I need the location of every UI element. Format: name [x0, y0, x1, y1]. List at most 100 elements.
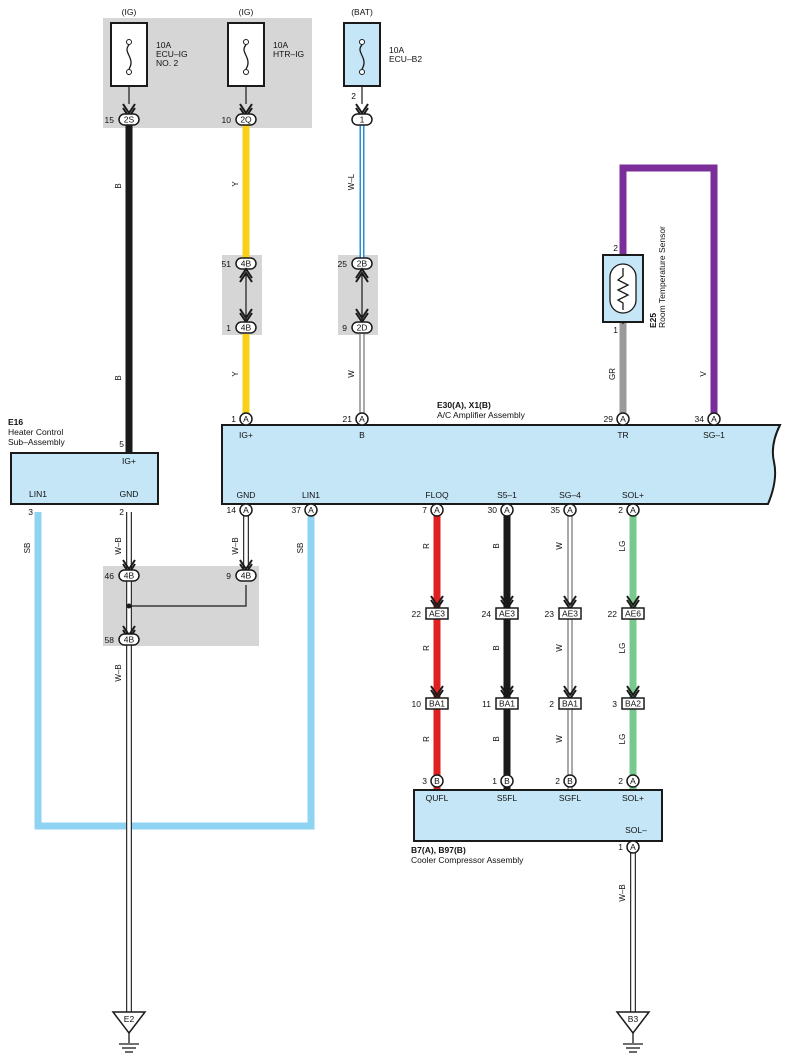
label-lg1: LG [618, 541, 627, 552]
ground-e2: E2 [111, 1011, 147, 1053]
label-r1: R [422, 543, 431, 549]
sensor-code: E25 [648, 313, 658, 328]
label-wl: W–L [347, 173, 356, 190]
svg-text:QUFL: QUFL [426, 793, 449, 803]
wire-sb [34, 512, 315, 830]
svg-text:TR: TR [617, 430, 628, 440]
label-y-mid: Y [231, 371, 240, 377]
svg-text:IG+: IG+ [122, 456, 136, 466]
amp-code: E30(A), X1(B) [437, 400, 491, 410]
svg-text:5: 5 [119, 439, 124, 449]
fuse-3-name: ECU–B2 [389, 54, 422, 64]
svg-text:BA1: BA1 [562, 699, 578, 709]
fuse-htr-ig: (IG) 10A HTR–IG [227, 7, 304, 104]
conn-2q-pin: 10 [222, 115, 232, 125]
svg-text:AE3: AE3 [429, 609, 445, 619]
svg-text:BA1: BA1 [499, 699, 515, 709]
label-w3: W [555, 735, 564, 743]
amp-bottom-pins: GND A 14 LIN1 A 37 FLOQ A 7 S5–1 A 30 SG… [227, 490, 644, 517]
svg-text:BA1: BA1 [429, 699, 445, 709]
fuse-3-rating: 10A [389, 45, 404, 55]
ac-amplifier: E30(A), X1(B) A/C Amplifier Assembly A 1… [221, 400, 782, 517]
svg-text:AE3: AE3 [562, 609, 578, 619]
label-w1: W [555, 542, 564, 550]
svg-text:IG+: IG+ [239, 430, 253, 440]
svg-text:30: 30 [488, 505, 498, 515]
svg-text:24: 24 [482, 609, 492, 619]
svg-text:46: 46 [105, 571, 115, 581]
svg-text:AE6: AE6 [625, 609, 641, 619]
svg-text:A: A [504, 505, 510, 515]
svg-text:SOL–: SOL– [625, 825, 647, 835]
fuse-2-source: (IG) [239, 7, 254, 17]
label-sb-right: SB [296, 543, 305, 554]
label-y-top: Y [231, 181, 240, 187]
conn-2s-pin: 15 [105, 115, 115, 125]
label-b2: B [492, 645, 501, 650]
svg-text:22: 22 [412, 609, 422, 619]
junction-connectors-low: 4B 46 4B 9 4B 58 [105, 559, 257, 646]
label-b1: B [492, 543, 501, 548]
fuse-1-source: (IG) [122, 7, 137, 17]
svg-text:LIN1: LIN1 [302, 490, 320, 500]
j-4b-1-conn: 4B [241, 323, 252, 333]
svg-text:1: 1 [231, 414, 236, 424]
svg-text:58: 58 [105, 635, 115, 645]
label-lg3: LG [618, 734, 627, 745]
svg-text:B: B [504, 776, 510, 786]
label-v: V [699, 371, 708, 377]
svg-text:A: A [630, 505, 636, 515]
j-2b-conn: 2B [357, 259, 368, 269]
label-r3: R [422, 736, 431, 742]
fuse-ecu-b2: (BAT) 10A ECU–B2 2 [343, 7, 422, 104]
fuse-1-name: ECU–IG [156, 49, 188, 59]
conn-col-2: AE3 24 BA1 11 [482, 595, 519, 710]
room-temperature-sensor: 2 1 E25 Room Temperature Sensor [602, 226, 667, 335]
label-wb-4: W–B [618, 884, 627, 901]
compressor-name: Cooler Compressor Assembly [411, 855, 524, 865]
conn-col-4: AE6 22 BA2 3 [608, 595, 645, 710]
compressor-code: B7(A), B97(B) [411, 845, 466, 855]
svg-text:37: 37 [292, 505, 302, 515]
conn-col-1: AE3 22 BA1 10 [412, 595, 449, 710]
svg-text:SOL+: SOL+ [622, 793, 644, 803]
label-b-mid: B [114, 375, 123, 380]
svg-text:S5–1: S5–1 [497, 490, 517, 500]
junction-connectors-top: 4B 51 4B 1 2B 25 2D 9 [222, 257, 373, 334]
svg-text:B: B [434, 776, 440, 786]
svg-text:4B: 4B [241, 571, 252, 581]
svg-text:9: 9 [226, 571, 231, 581]
svg-text:2: 2 [549, 699, 554, 709]
svg-text:2: 2 [555, 776, 560, 786]
wire-labels: B B Y Y W–L W GR V SB SB W–B W–B W–B W–B… [23, 173, 708, 901]
svg-text:SG–1: SG–1 [703, 430, 725, 440]
fuse-1-name2: NO. 2 [156, 58, 178, 68]
fuse-2-name: HTR–IG [273, 49, 304, 59]
svg-text:22: 22 [608, 609, 618, 619]
svg-text:A: A [434, 505, 440, 515]
svg-text:A: A [243, 505, 249, 515]
svg-text:29: 29 [604, 414, 614, 424]
svg-text:AE3: AE3 [499, 609, 515, 619]
svg-text:A: A [243, 414, 249, 424]
conn-col-3: AE3 23 BA1 2 [545, 595, 582, 710]
wire-v [619, 164, 718, 413]
svg-text:11: 11 [482, 699, 491, 709]
svg-text:SG–4: SG–4 [559, 490, 581, 500]
amp-top-pins: A 1 IG+ A 21 B A 29 TR A 34 SG–1 [231, 412, 725, 440]
svg-text:A: A [620, 414, 626, 424]
svg-text:GND: GND [120, 489, 139, 499]
conn-2q: 2Q [240, 115, 252, 125]
fuse-ecu-ig-no2: (IG) 10A ECU–IG NO. 2 [110, 7, 188, 104]
mid-connectors: AE3 22 BA1 10 AE3 24 BA1 11 AE3 23 BA1 2 [412, 595, 645, 710]
label-w: W [347, 370, 356, 378]
sensor-pin-1: 1 [613, 325, 618, 335]
svg-text:10: 10 [412, 699, 422, 709]
j-4b-51-conn: 4B [241, 259, 252, 269]
svg-text:B: B [567, 776, 573, 786]
svg-text:A: A [711, 414, 717, 424]
ground-b3: B3 [615, 1011, 651, 1053]
svg-text:7: 7 [422, 505, 427, 515]
svg-text:GND: GND [237, 490, 256, 500]
